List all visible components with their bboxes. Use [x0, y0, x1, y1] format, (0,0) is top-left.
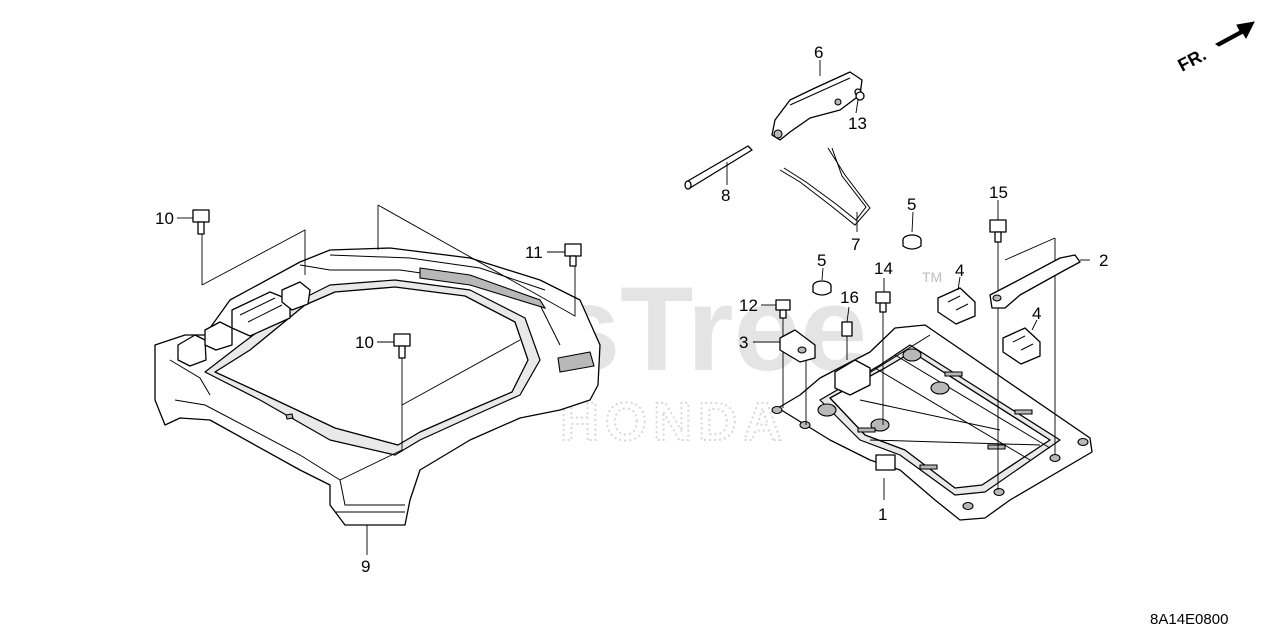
- bolt-10-upper[interactable]: [192, 209, 210, 235]
- callout-15[interactable]: 15: [989, 183, 1008, 202]
- front-label: FR.: [1174, 44, 1209, 75]
- callout-5-upper[interactable]: 5: [907, 195, 916, 214]
- part-4-clip-upper[interactable]: [937, 287, 976, 325]
- diagram-code: 8A14E0800: [1150, 611, 1228, 628]
- part-8-pin[interactable]: [684, 145, 753, 190]
- part-4-clip-lower[interactable]: [1002, 327, 1041, 365]
- front-direction-indicator: FR.: [1174, 21, 1255, 76]
- callout-13[interactable]: 13: [848, 114, 867, 133]
- watermark-sub: HONDA: [560, 392, 788, 452]
- watermark-trademark: TM: [922, 269, 942, 285]
- bolt-14[interactable]: [875, 291, 891, 313]
- callout-10-upper[interactable]: 10: [155, 209, 174, 228]
- callout-3[interactable]: 3: [739, 333, 748, 352]
- callout-9[interactable]: 9: [361, 557, 370, 576]
- callout-4-upper[interactable]: 4: [955, 261, 964, 280]
- callout-5-lower[interactable]: 5: [817, 251, 826, 270]
- callouts: 1 2 3 4 4 5 5 6 7 8 9 10 10 11 12 13 14 …: [155, 43, 1108, 576]
- part-3-bracket[interactable]: [779, 329, 816, 363]
- bolt-16[interactable]: [841, 321, 853, 337]
- guide-lines-left: [201, 204, 576, 481]
- callout-8[interactable]: 8: [721, 186, 730, 205]
- callout-leaders: [177, 60, 1090, 555]
- part-5-cap-upper[interactable]: [902, 234, 922, 250]
- callout-2[interactable]: 2: [1099, 251, 1108, 270]
- callout-14[interactable]: 14: [874, 259, 893, 278]
- callout-11[interactable]: 11: [525, 243, 543, 262]
- callout-16[interactable]: 16: [840, 288, 859, 307]
- callout-1[interactable]: 1: [878, 505, 887, 524]
- bolt-10-lower[interactable]: [393, 333, 411, 359]
- part-2-bracket[interactable]: [989, 254, 1081, 309]
- front-arrow-icon: [1215, 21, 1255, 47]
- nut-13[interactable]: [855, 91, 865, 101]
- part-9-frame[interactable]: [154, 247, 601, 526]
- callout-4-lower[interactable]: 4: [1032, 304, 1041, 323]
- callout-6[interactable]: 6: [814, 43, 823, 62]
- bolt-15[interactable]: [989, 219, 1007, 243]
- callout-12[interactable]: 12: [739, 296, 758, 315]
- part-7-wire[interactable]: [779, 147, 871, 226]
- callout-7[interactable]: 7: [851, 235, 860, 254]
- callout-10-lower[interactable]: 10: [355, 333, 374, 352]
- bolt-12[interactable]: [775, 299, 791, 319]
- part-5-cap-lower[interactable]: [812, 280, 832, 296]
- part-1-base-plate[interactable]: [771, 324, 1093, 521]
